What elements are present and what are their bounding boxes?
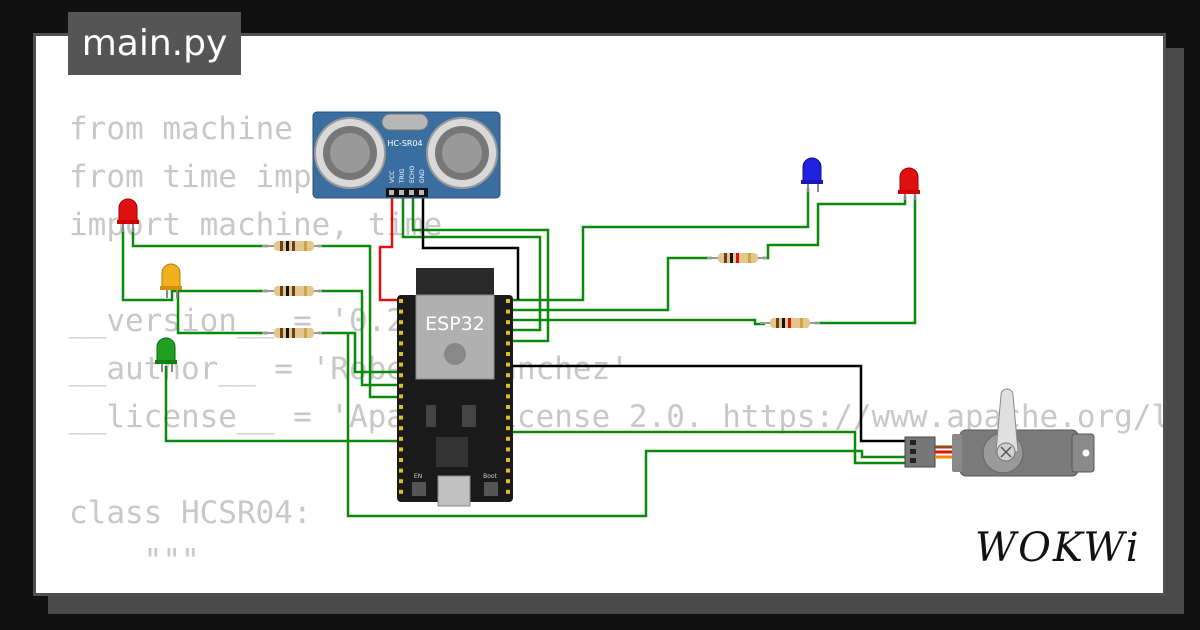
header-pin [399,394,403,399]
header-pin [506,394,510,399]
wire-blue-led-resistor [510,256,712,312]
sensor-model-label: HC-SR04 [387,139,422,148]
wire-blue-led-anode [762,196,907,260]
header-pin [506,383,510,388]
header-pin [506,436,510,441]
header-pin [506,489,510,494]
header-pin [399,373,403,378]
header-pin [399,383,403,388]
resistor-2 [262,286,322,296]
wokwi-logo: WOKWi [975,525,1141,571]
boot-button[interactable] [484,482,498,496]
wire-trig [401,197,542,332]
servo-horn [995,388,1019,453]
header-pin [506,299,510,303]
wire-blue-led-gnd [510,188,810,302]
wire-red2-anode [815,196,917,325]
header-pin [506,458,510,462]
header-pin [506,362,510,367]
pin-label-trig: TRIG [399,168,406,184]
header-pin [399,436,403,441]
header-pin [399,309,403,314]
wire-led3-gnd [164,366,402,443]
wire-led3-gpio [318,331,402,374]
code-line: """ [69,543,200,579]
header-pin [506,352,510,356]
header-pin [506,309,510,314]
header-pin [506,426,510,431]
header-pin [506,415,510,420]
code-line: Driver to use the untrasonic sensor HC-S… [69,585,1163,593]
pin-label-vcc: VCC [389,171,396,183]
ultrasonic-sensor[interactable]: HC-SR04 VCC TRIG ECHO GND [312,111,501,199]
header-pin [506,405,510,409]
usb-port [437,475,471,507]
rf-shield [415,294,495,380]
code-line: __license__ = 'Apache License 2.0. https… [69,399,1166,435]
servo-connector [904,436,936,468]
espressif-logo-icon [444,343,466,365]
header-pin [506,447,510,452]
header-pin [399,468,403,473]
file-tab[interactable]: main.py [68,12,241,75]
wire-vcc [378,197,402,302]
header-pin [399,489,403,494]
header-pin [399,352,403,356]
header-pin [506,468,510,473]
header-pin [506,320,510,325]
wire-led1-gpio [318,244,402,399]
led-blue[interactable] [801,157,823,192]
esp32-board[interactable]: ESP32 EN Boot [397,268,513,507]
header-pin [399,415,403,420]
wires [121,188,917,518]
header-pin [399,479,403,484]
resistor-1 [262,241,322,251]
en-button[interactable] [412,482,426,496]
code-line: class HCSR04: [69,495,312,531]
wire-echo [411,197,550,343]
pin-header-right [506,299,510,494]
resistor-3 [262,328,322,338]
boot-label: Boot [483,473,497,480]
header-pin [399,341,403,346]
wire-servo-signal [510,430,905,465]
led-green[interactable] [155,337,177,372]
header-pin [506,373,510,378]
led-red-right[interactable] [898,167,920,200]
pin-label-gnd: GND [419,169,426,183]
wire-led2-gpio [318,289,402,387]
header-pin [399,362,403,367]
led-red-left[interactable] [117,198,139,232]
resistor-5 [760,318,820,328]
header-pin [506,479,510,484]
resistors [262,241,820,338]
pin-header-left [399,299,403,494]
header-pin [399,426,403,431]
wire-gnd [421,197,520,300]
header-pin [399,299,403,303]
header-pin [399,320,403,325]
header-pin [399,330,403,335]
wire-servo-vcc [346,333,905,518]
header-pin [506,341,510,346]
power-wires [378,197,905,443]
led-yellow[interactable] [160,263,182,298]
header-pin [399,405,403,409]
en-label: EN [414,473,422,480]
wire-led2-resistor [176,292,268,335]
servo-motor[interactable] [904,388,1095,477]
header-pin [506,330,510,335]
pin-label-echo: ECHO [409,166,416,183]
esp32-label: ESP32 [425,313,485,335]
header-pin [399,458,403,462]
resistor-4 [707,253,767,263]
wire-servo-gnd [510,364,905,443]
wire-led1-resistor [131,228,268,248]
wire-led1-gnd [121,228,268,302]
header-pin [399,447,403,452]
